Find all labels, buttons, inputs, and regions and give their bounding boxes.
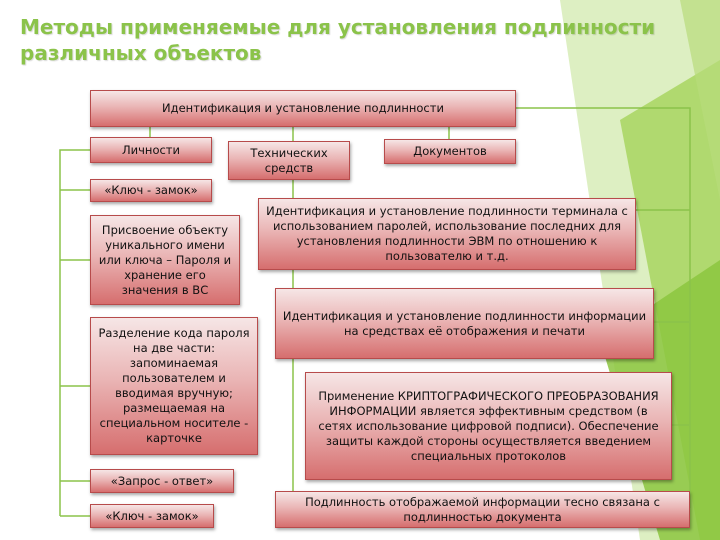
crypto-box: Применение КРИПТОГРАФИЧЕСКОГО ПРЕОБРАЗОВ…: [305, 372, 672, 480]
root-box: Идентификация и установление подлинности: [90, 90, 516, 127]
request-response-box: «Запрос - ответ»: [90, 469, 234, 493]
split-code-label: Разделение кода пароля на две части: зап…: [98, 326, 250, 445]
assign-name-label: Присвоение объекту уникального имени или…: [98, 222, 232, 297]
split-code-box: Разделение кода пароля на две части: зап…: [90, 317, 258, 455]
info-display-box: Идентификация и установление подлинности…: [275, 288, 654, 359]
docs-box: Документов: [384, 139, 516, 164]
tech-label: Технических средств: [250, 145, 328, 175]
tech-box: Технических средств: [228, 141, 350, 180]
request-response-label: «Запрос - ответ»: [110, 473, 214, 488]
doc-link-label: Подлинность отображаемой информации тесн…: [305, 494, 660, 524]
root-label: Идентификация и установление подлинности: [162, 101, 444, 115]
docs-label: Документов: [413, 144, 487, 158]
persons-box: Личности: [90, 137, 212, 163]
key-lock-label-2: «Ключ - замок»: [105, 508, 199, 523]
key-lock-label-1: «Ключ - замок»: [104, 183, 198, 197]
info-display-label: Идентификация и установление подлинности…: [282, 308, 647, 338]
page-title: Методы применяемые для установления подл…: [20, 15, 656, 65]
terminal-id-box: Идентификация и установление подлинности…: [258, 198, 636, 270]
assign-name-box: Присвоение объекту уникального имени или…: [90, 215, 240, 305]
persons-label: Личности: [122, 142, 180, 157]
terminal-id-label: Идентификация и установление подлинности…: [266, 204, 628, 263]
key-lock-box-1: «Ключ - замок»: [90, 179, 212, 202]
key-lock-box-2: «Ключ - замок»: [90, 504, 214, 528]
crypto-label: Применение КРИПТОГРАФИЧЕСКОГО ПРЕОБРАЗОВ…: [318, 388, 659, 463]
doc-link-box: Подлинность отображаемой информации тесн…: [275, 491, 690, 528]
